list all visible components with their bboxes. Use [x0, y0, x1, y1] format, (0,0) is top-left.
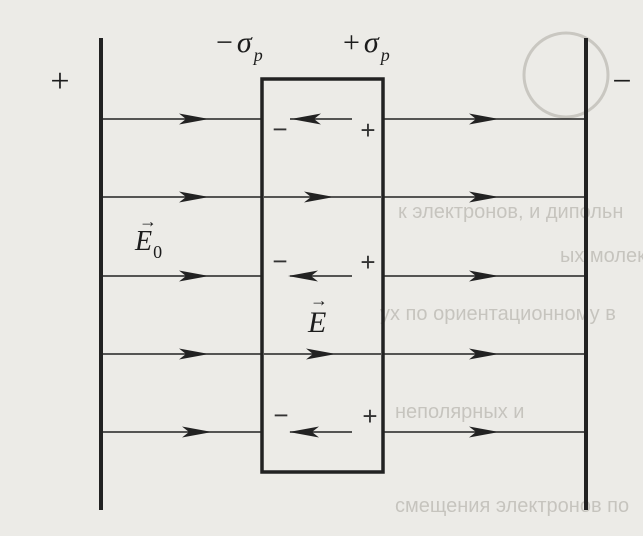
- induced-negative-charge: −: [272, 246, 287, 276]
- positive-sign: +: [343, 26, 360, 59]
- vector-arrow-icon: →: [310, 290, 328, 310]
- sigma-subscript: p: [252, 45, 263, 65]
- right-plate-charge: −: [612, 63, 631, 100]
- dielectric-slab: [260, 77, 385, 474]
- bleed-text-line: неполярных и: [395, 401, 524, 423]
- bleed-text-line: к электронов, и дипольн: [398, 201, 623, 223]
- induced-positive-charge: +: [362, 401, 377, 431]
- field-lines: [103, 113, 584, 438]
- induced-charges: − + − + − +: [272, 114, 377, 431]
- polarization-arrow-icon: [289, 426, 319, 438]
- field-arrow-icon: [179, 113, 209, 125]
- bleed-circle: [522, 31, 610, 119]
- polarization-arrow-icon: [288, 270, 318, 282]
- induced-negative-charge: −: [272, 114, 287, 144]
- field-arrow-icon: [469, 426, 499, 438]
- sigma-symbol: σ: [237, 26, 253, 59]
- sigma-symbol: σ: [364, 26, 380, 59]
- sigma-subscript: p: [379, 45, 390, 65]
- field-arrow-icon: [469, 348, 499, 360]
- induced-negative-charge: −: [273, 400, 288, 430]
- field-subscript: 0: [153, 242, 162, 262]
- bleed-text-line: смещения электронов по: [395, 495, 629, 517]
- bleed-text-line: ух по ориентационному в: [380, 303, 616, 325]
- induced-positive-charge: +: [360, 247, 375, 277]
- field-arrow-icon: [179, 191, 209, 203]
- field-arrow-icon: [469, 191, 499, 203]
- bleed-text-line: ых молекул в: [560, 245, 643, 267]
- induced-positive-charge: +: [360, 115, 375, 145]
- internal-field-label: E: [307, 306, 326, 339]
- external-field-label: E0: [134, 226, 162, 262]
- field-symbol: E: [134, 226, 152, 257]
- field-arrow-icon: [179, 270, 209, 282]
- vector-arrow-icon: →: [139, 211, 157, 231]
- bleed-through-text: к электронов, и дипольн ых молекул в ух …: [380, 201, 643, 517]
- polarization-arrow-icon: [291, 113, 321, 125]
- left-plate-charge: +: [50, 63, 69, 100]
- field-arrow-icon: [179, 348, 209, 360]
- negative-sign: −: [216, 26, 233, 59]
- field-arrow-icon: [469, 113, 499, 125]
- field-arrow-icon: [469, 270, 499, 282]
- internal-field-arrow-icon: [304, 191, 334, 203]
- field-arrow-icon: [182, 426, 212, 438]
- internal-field-arrow-icon: [306, 348, 336, 360]
